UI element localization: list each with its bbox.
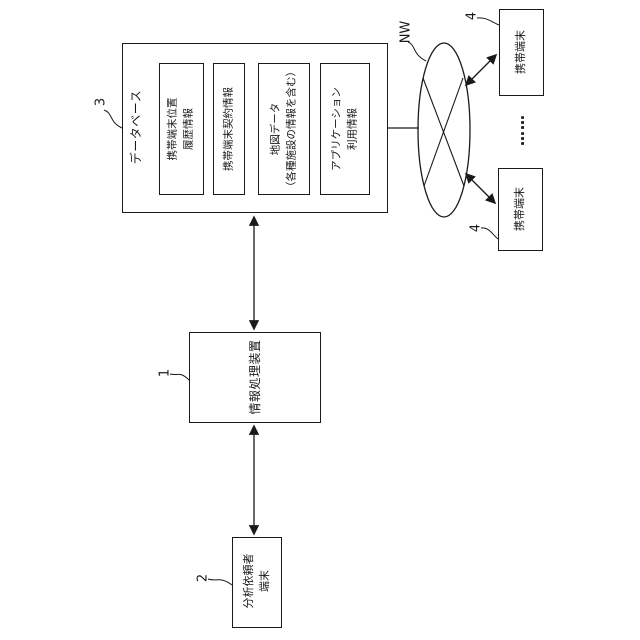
store-box-contract: [213, 63, 245, 195]
mobile-terminal-top-label: 携帯端末: [514, 30, 527, 74]
store-box-location-history: [159, 63, 204, 195]
network-ref-label: NW: [398, 20, 414, 44]
processor-label: 情報処理装置: [248, 339, 262, 415]
arrow-network-mobile-bottom: [464, 172, 497, 205]
store-label-app-usage: アプリケーション 利用情報: [330, 87, 359, 171]
mobile-terminal-bottom-label: 携帯端末: [513, 187, 526, 231]
processor-leader-line: [169, 373, 190, 381]
requester-ref-label: 2: [195, 573, 211, 583]
mobile-terminal-top-box: [499, 9, 544, 96]
network-x-line-2: [423, 77, 464, 187]
processor-ref-label: 1: [157, 368, 173, 378]
store-box-app-usage: [320, 63, 370, 195]
mobile-bottom-leader-line: [480, 227, 499, 240]
mobile-bottom-ref-label: 4: [468, 223, 484, 233]
store-label-location-history: 携帯端末位置 履歴情報: [166, 97, 195, 161]
database-label: データベース: [129, 89, 143, 165]
network-ellipse: [417, 42, 471, 218]
mobile-terminals-ellipsis: ……: [510, 114, 528, 146]
mobile-top-ref-label: 4: [464, 11, 480, 21]
arrow-network-mobile-top: [464, 53, 498, 87]
requester-leader-line: [207, 578, 233, 586]
processor-box: [189, 332, 321, 423]
network-leader-line: [407, 41, 427, 62]
requester-box: [232, 537, 282, 628]
database-ref-label: 3: [93, 97, 109, 107]
mobile-terminal-bottom-box: [498, 168, 543, 251]
store-label-contract: 携帯端末契約情報: [222, 87, 235, 171]
store-label-map-data: 地図データ （各種施設の情報を含む）: [269, 66, 298, 192]
database-leader-line: [103, 109, 123, 129]
mobile-top-leader-line: [476, 17, 500, 26]
requester-label: 分析依頼者 端末: [242, 553, 271, 609]
store-box-map-data: [258, 63, 310, 195]
